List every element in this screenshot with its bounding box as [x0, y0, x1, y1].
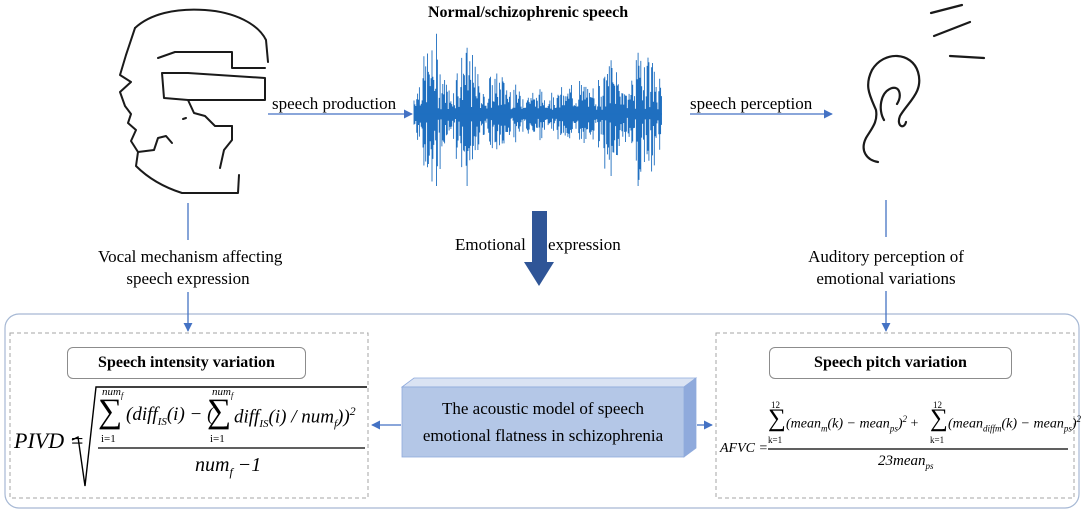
page-title: Normal/schizophrenic speech: [428, 4, 629, 21]
down-arrow-icon: [524, 211, 554, 286]
formula-left-sum-top: numf: [102, 386, 124, 401]
label-vocal-mechanism-line2: speech expression: [126, 269, 250, 288]
label-auditory-line2: emotional variations: [816, 269, 956, 288]
formula-right-index-2: k=1: [930, 435, 945, 445]
formula-right-sigma-2: ∑: [930, 405, 948, 432]
formula-right-index-1: k=1: [768, 435, 783, 445]
formula-right-denominator: 23meanps: [878, 453, 934, 471]
formula-right-sum-top-1: 12: [771, 400, 780, 410]
formula-right-lhs: AFVC =: [720, 441, 768, 456]
formula-left-denominator: numf −1: [195, 454, 262, 479]
center-box-line2: emotional flatness in schizophrenia: [422, 426, 664, 445]
speech-waveform-icon: [413, 33, 662, 186]
formula-left-inner-sigma: ∑: [207, 393, 232, 430]
center-3d-box: [400, 377, 698, 458]
left-panel-title: Speech intensity variation: [67, 347, 306, 379]
label-vocal-mechanism-line1: Vocal mechanism affecting: [98, 247, 283, 266]
formula-left-inner-sum-top: numf: [212, 386, 234, 401]
label-auditory-line1: Auditory perception of: [808, 247, 964, 266]
left-dashed-panel: [9, 332, 369, 499]
label-speech-perception: speech perception: [690, 94, 813, 113]
formula-left-inner-term: diffIS(i) / numf))2: [234, 404, 356, 431]
label-emotional: Emotional: [455, 235, 526, 254]
formula-right-term1: (meanm(k) − meanps)2 +: [786, 414, 919, 434]
formula-left-index: i=1: [101, 433, 116, 445]
ear-icon: [862, 54, 921, 164]
right-panel-title: Speech pitch variation: [769, 347, 1012, 379]
formula-right-term2: (meandiffm(k) − meanps)2: [948, 414, 1082, 434]
center-box-text: The acoustic model of speech emotional f…: [404, 395, 682, 449]
formula-left-lhs: PIVD =: [14, 428, 85, 453]
formula-left-inner-index: i=1: [210, 433, 225, 445]
formula-left-term1: (diffIS(i) − (: [126, 404, 214, 428]
outer-frame: [4, 313, 1080, 509]
label-auditory-perception: Auditory perception of emotional variati…: [800, 246, 972, 290]
right-dashed-panel: [715, 332, 1075, 499]
head-profile-icon: [119, 8, 269, 194]
waveform-trace: [413, 33, 662, 186]
formula-right-sigma-1: ∑: [768, 405, 786, 432]
label-expression: expression: [548, 235, 621, 254]
sound-lines-icon: [929, 3, 986, 60]
label-speech-production: speech production: [272, 94, 397, 113]
label-vocal-mechanism: Vocal mechanism affecting speech express…: [98, 246, 282, 290]
sqrt-sign: [71, 386, 367, 487]
formula-right-sum-top-2: 12: [933, 400, 942, 410]
formula-left-sigma: ∑: [98, 393, 123, 430]
center-box-line1: The acoustic model of speech: [441, 399, 645, 418]
